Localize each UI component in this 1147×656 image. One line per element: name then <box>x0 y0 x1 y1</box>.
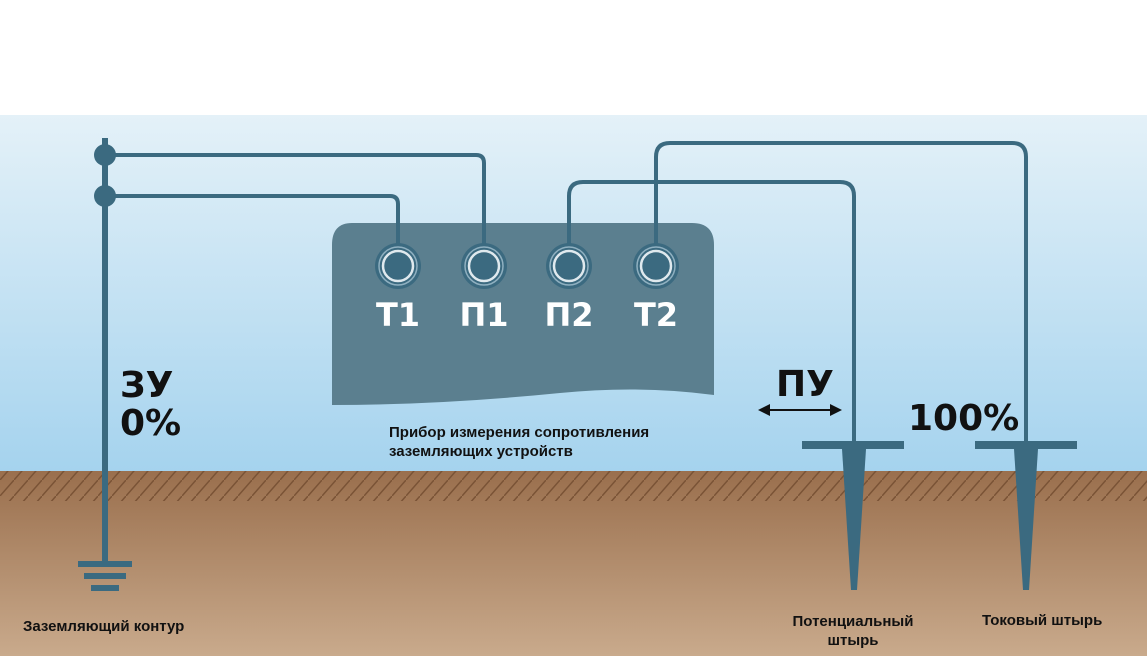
device-caption-line2: заземляющих устройств <box>389 443 573 460</box>
terminal-label-p1: П1 <box>459 296 509 334</box>
current-spike-caption: Токовый штырь <box>982 612 1103 629</box>
soil-hatch <box>0 471 1147 501</box>
device-caption-line1: Прибор измерения сопротивления <box>389 424 650 441</box>
double-arrow-icon <box>758 404 842 416</box>
potential-spike <box>802 441 904 590</box>
junction-dot-lower <box>94 185 116 207</box>
wire-t2 <box>654 141 1028 445</box>
potential-spike-caption-line2: штырь <box>827 632 879 649</box>
current-spike <box>975 441 1077 590</box>
terminal-p2-socket <box>546 243 592 289</box>
terminal-t2-socket <box>633 243 679 289</box>
junction-dot-upper <box>94 144 116 166</box>
white-top-band <box>0 0 1147 115</box>
terminal-label-t1: T1 <box>375 296 421 334</box>
soil-area <box>0 471 1147 656</box>
wire-p2 <box>567 180 856 445</box>
zu-label-line1: ЗУ <box>120 365 174 406</box>
terminal-label-p2: П2 <box>544 296 594 334</box>
zu-label-line2: 0% <box>120 403 182 444</box>
measuring-device-body <box>332 223 714 405</box>
wire-p1 <box>105 153 486 266</box>
terminal-t1-socket <box>375 243 421 289</box>
wire-t1 <box>105 194 400 266</box>
terminal-p1-socket <box>461 243 507 289</box>
pu-label: ПУ <box>776 364 834 405</box>
ground-loop-caption: Заземляющий контур <box>23 618 185 635</box>
ground-symbol-icon <box>78 561 132 591</box>
potential-spike-caption-line1: Потенциальный <box>792 613 914 630</box>
zu-label: ЗУ 0% <box>120 367 181 443</box>
terminal-label-t2: T2 <box>633 296 679 334</box>
device-caption: Прибор измерения сопротивления заземляющ… <box>389 423 649 461</box>
wires <box>105 141 1028 445</box>
potential-spike-caption: Потенциальный штырь <box>786 612 920 650</box>
hundred-percent-label: 100% <box>908 398 1020 439</box>
